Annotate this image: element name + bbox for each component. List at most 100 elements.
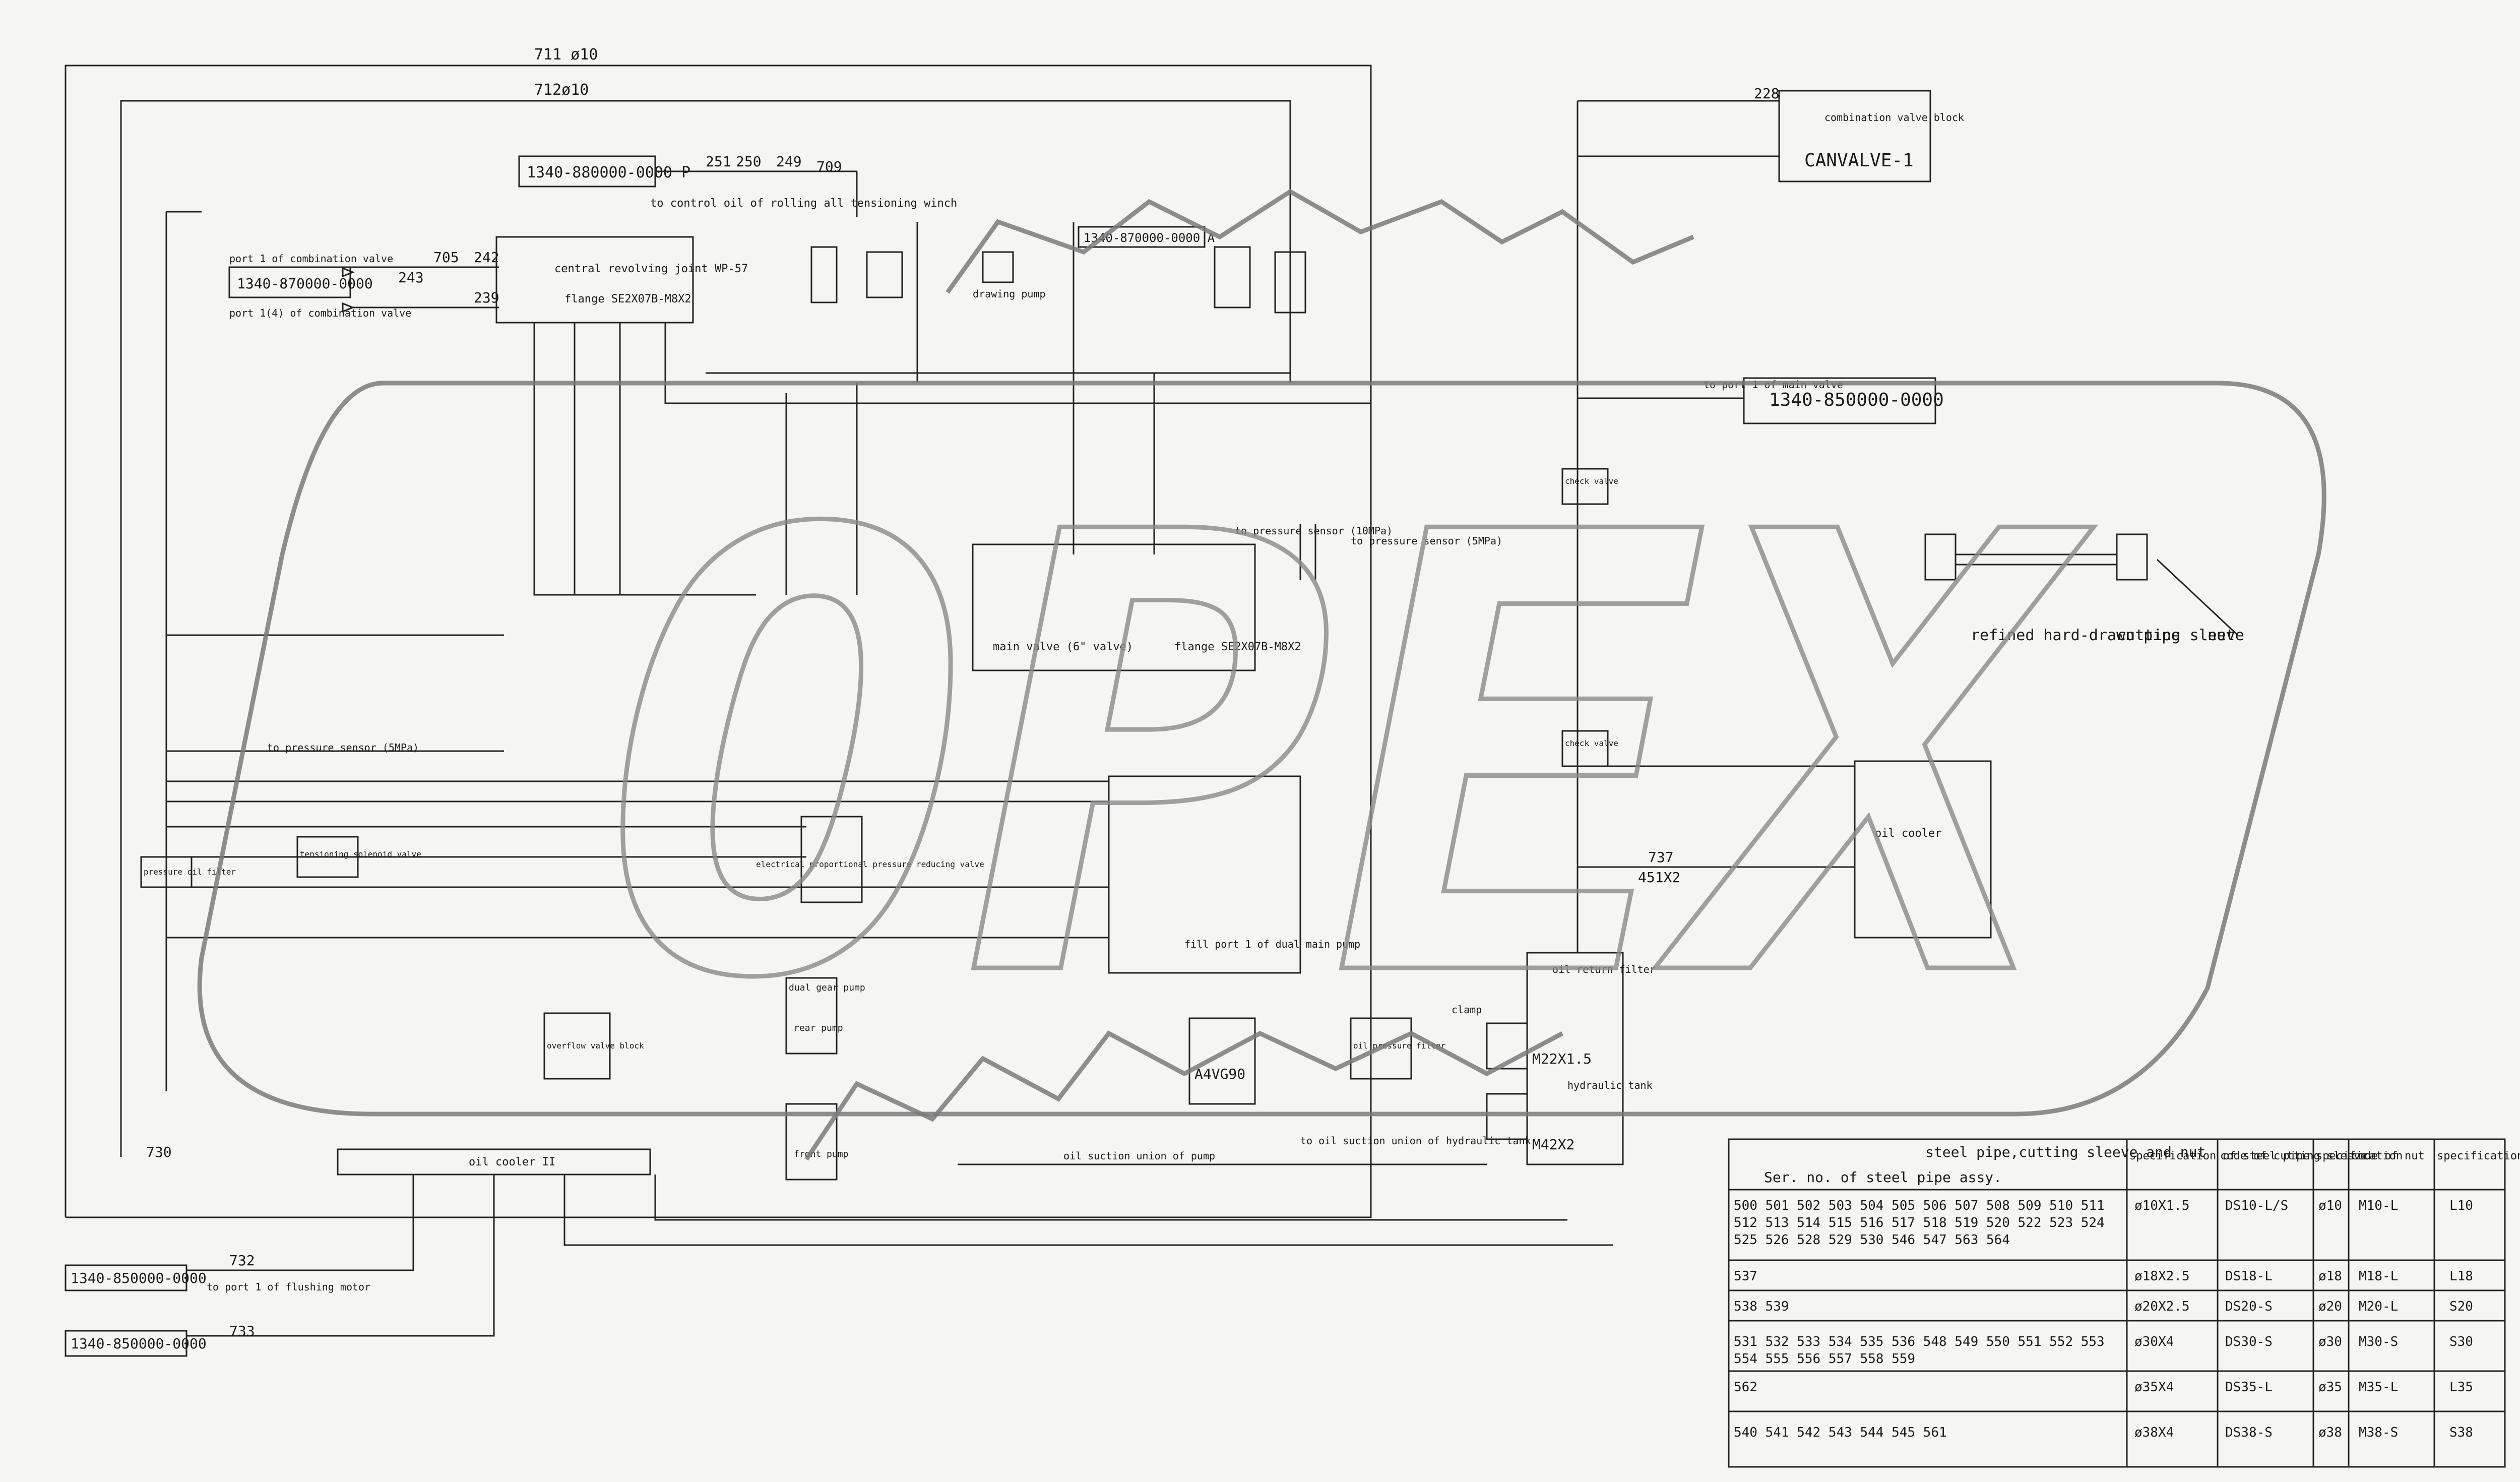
table-cell-pipe: ø20X2.5 — [2134, 1299, 2190, 1314]
table-cell-nut: M20-L — [2359, 1299, 2398, 1314]
table-cell-pipe: ø18X2.5 — [2134, 1269, 2190, 1284]
table-cell-spec: ø38 — [2318, 1425, 2342, 1440]
svg-text:flange SE2X07B-M8X2: flange SE2X07B-M8X2 — [1174, 641, 1301, 653]
table-row-serials: 500 501 502 503 504 505 506 507 508 509 … — [1734, 1198, 2105, 1248]
svg-text:oil return filter: oil return filter — [1552, 963, 1656, 975]
clamp-label: clamp — [1452, 1004, 1482, 1016]
svg-text:central revolving joint WP-57: central revolving joint WP-57 — [554, 263, 748, 275]
pipe-228: 228 — [1754, 85, 1780, 102]
svg-text:1340-850000-0000: 1340-850000-0000 — [71, 1270, 207, 1286]
svg-text:main valve (6" valve): main valve (6" valve) — [993, 641, 1133, 653]
spec-table — [1728, 1138, 2506, 1468]
right-main-line — [1561, 101, 1609, 953]
table-cell-pipe: ø35X4 — [2134, 1380, 2174, 1395]
table-cell-spec2: S20 — [2449, 1299, 2473, 1314]
pipe-M42: M42X2 — [1532, 1136, 1574, 1153]
part-1340-p-block: 1340-880000-0000 P — [518, 155, 858, 217]
table-header-3: code of cutting sleeve — [2220, 1150, 2367, 1162]
pipe-737: 737 — [1648, 849, 1674, 866]
pipe-709: 709 — [816, 158, 842, 175]
opex-watermark-text: OPEX — [605, 407, 2094, 1111]
svg-text:flange SE2X07B-M8X2: flange SE2X07B-M8X2 — [564, 293, 691, 305]
to-flushing-label: to port 1 of flushing motor — [207, 1281, 370, 1293]
table-row-serials: 531 532 533 534 535 536 548 549 550 551 … — [1734, 1334, 2105, 1367]
table-cell-sleeve: DS18-L — [2225, 1269, 2273, 1284]
table-cell-spec2: L18 — [2449, 1269, 2473, 1284]
svg-text:refined hard-drawn pipe: refined hard-drawn pipe — [1971, 627, 2180, 644]
pipe-711-label: 711 ø10 — [534, 46, 598, 64]
table-cell-sleeve: DS30-S — [2225, 1334, 2273, 1349]
table-header-4: specification — [2316, 1150, 2403, 1162]
hydraulic-tank: oil return filter hydraulic tank — [1486, 952, 1656, 1165]
port1b-comb-label: port 1(4) of combination valve — [229, 307, 411, 319]
svg-text:overflow valve block: overflow valve block — [547, 1041, 644, 1051]
table-cell-spec: ø20 — [2318, 1299, 2342, 1314]
svg-text:rear pump: rear pump — [794, 1023, 843, 1033]
flushing-motor-port: 1340-850000-0000 1340-850000-0000 — [65, 1175, 495, 1357]
table-header-6: specification — [2437, 1150, 2520, 1162]
table-header-1: Ser. no. of steel pipe assy. — [1764, 1169, 2002, 1186]
combination-valve-port: 1340-870000-0000 — [228, 266, 373, 298]
svg-text:A4VG90: A4VG90 — [1194, 1066, 1245, 1082]
table-cell-spec2: S30 — [2449, 1334, 2473, 1349]
svg-text:nut: nut — [2208, 627, 2235, 644]
electrical-valve-label: electrical proportional pressure reducin… — [756, 859, 984, 869]
check-valve-1: check valve — [1565, 476, 1618, 486]
main-valve: main valve (6" valve) flange SE2X07B-M8X… — [972, 543, 1301, 671]
table-cell-spec: ø35 — [2318, 1380, 2342, 1395]
svg-text:1340-880000-0000 P: 1340-880000-0000 P — [527, 164, 690, 181]
table-cell-nut: M30-S — [2359, 1334, 2398, 1349]
pipe-732: 732 — [229, 1252, 255, 1269]
pipe-705: 705 — [433, 249, 459, 266]
table-cell-spec2: L10 — [2449, 1198, 2473, 1213]
table-row-serials: 538 539 — [1734, 1299, 1789, 1314]
oil-cooler: oil cooler — [1578, 760, 1992, 939]
pipe-451: 451X2 — [1638, 869, 1680, 886]
svg-text:fill port 1 of dual main pump: fill port 1 of dual main pump — [1184, 938, 1360, 950]
pipe-733: 733 — [229, 1323, 255, 1339]
pressure-oil-filter-label: pressure oil filter — [144, 867, 236, 877]
svg-text:hydraulic tank: hydraulic tank — [1567, 1079, 1653, 1091]
table-cell-spec: ø30 — [2318, 1334, 2342, 1349]
fitting-detail: refined hard-drawn pipe cutting sleeve n… — [1924, 533, 2244, 644]
table-header-2: specification of steel pipe — [2129, 1150, 2310, 1162]
pipe-730: 730 — [146, 1144, 172, 1160]
pipe-250: 250 — [736, 153, 762, 170]
pipe-251: 251 — [706, 153, 731, 170]
svg-text:dual gear pump: dual gear pump — [789, 982, 865, 993]
svg-text:CANVALVE-1: CANVALVE-1 — [1804, 150, 1914, 171]
svg-text:front pump: front pump — [794, 1149, 848, 1159]
svg-text:cutting sleeve: cutting sleeve — [2117, 627, 2244, 644]
to-control-label: to control oil of rolling all tensioning… — [650, 197, 957, 210]
opex-watermark: OPEX — [197, 189, 2326, 1161]
central-revolving-joint: central revolving joint WP-57 flange SE2… — [495, 236, 748, 324]
table-cell-nut: M10-L — [2359, 1198, 2398, 1213]
pipe-243: 243 — [398, 269, 424, 286]
table-cell-sleeve: DS10-L/S — [2225, 1198, 2288, 1213]
table-row-serials: 537 — [1734, 1269, 1757, 1284]
table-cell-nut: M18-L — [2359, 1269, 2398, 1284]
table-cell-pipe: ø30X4 — [2134, 1334, 2174, 1349]
svg-text:combination valve block: combination valve block — [1824, 111, 1964, 124]
table-header-0: steel pipe,cutting sleeve and nut — [1925, 1144, 2206, 1160]
svg-text:oil cooler II: oil cooler II — [469, 1156, 555, 1168]
pipe-M22: M22X1.5 — [1532, 1051, 1592, 1067]
pressure-sensor-1: to pressure sensor (10MPa) — [1235, 525, 1393, 537]
table-cell-spec: ø10 — [2318, 1198, 2342, 1213]
port1-comb-label: port 1 of combination valve — [229, 253, 393, 265]
dual-main-pump: fill port 1 of dual main pump — [1108, 775, 1360, 974]
table-cell-spec2: L35 — [2449, 1380, 2473, 1395]
table-cell-pipe: ø10X1.5 — [2134, 1198, 2190, 1213]
to-suction-label: to oil suction union of hydraulic tank — [1300, 1135, 1531, 1147]
check-valve-2: check valve — [1565, 738, 1618, 748]
combination-valve-block: combination valve block CANVALVE-1 — [1578, 90, 1964, 182]
pipe-242: 242 — [474, 249, 499, 266]
table-cell-sleeve: DS20-S — [2225, 1299, 2273, 1314]
pipe-249: 249 — [776, 153, 802, 170]
left-pipe-lines — [166, 634, 1109, 939]
table-rows: 500 501 502 503 504 505 506 507 508 509 … — [1734, 1198, 2473, 1440]
table-cell-pipe: ø38X4 — [2134, 1425, 2174, 1440]
tensioning-valve-label: tensioning solenoid valve — [300, 849, 421, 859]
table-row-serials: 562 — [1734, 1380, 1757, 1395]
